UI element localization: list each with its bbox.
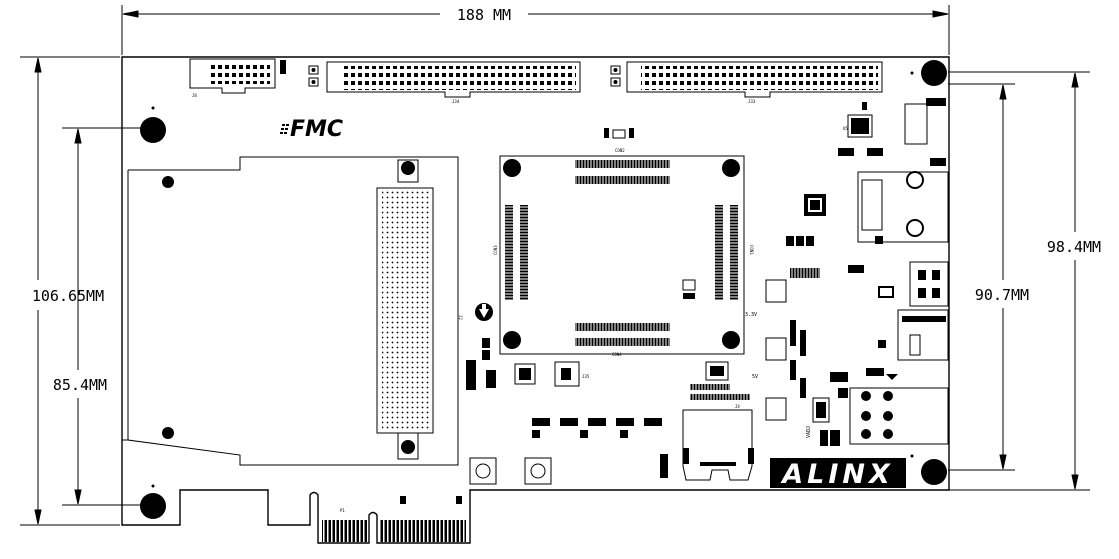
svg-text:U5: U5 [843,126,848,131]
fmc-logo: FMC [280,117,343,142]
svg-text:J35: J35 [582,374,590,379]
tact-switches [469,454,668,485]
svg-text:J33: J33 [748,99,756,104]
right-components: U5 [745,98,949,446]
alinx-logo: ALINX [770,458,906,490]
header-j8: J8 [189,58,286,98]
height-total-dimension-label: 106.65MM [32,287,104,305]
dimension-lines [20,5,1090,526]
svg-text:CON1: CON1 [749,245,754,255]
width-dimension-label: 188 MM [457,6,511,24]
svg-text:P1: P1 [340,508,345,513]
header-j34: J34 [308,61,581,104]
svg-text:CON2: CON2 [615,148,625,153]
right-outer-dimension-label: 98.4MM [1047,238,1101,256]
mount-hole-top-right [921,60,947,86]
pcie-edge-connector: P1 [322,496,466,542]
svg-text:5V: 5V [752,374,758,380]
led-row [532,418,662,438]
svg-text:ALINX: ALINX [780,459,894,490]
svg-text:CON4: CON4 [612,352,622,357]
middle-components: J35 [466,338,730,390]
mount-hole-left-upper [140,117,166,143]
mounting-holes [140,60,947,519]
mount-hole-bottom-right [921,459,947,485]
svg-text:J34: J34 [452,99,460,104]
svg-text:VADJ: VADJ [806,426,812,438]
svg-text:J2: J2 [458,315,463,320]
svg-text:3.3V: 3.3V [745,312,757,318]
core-module: CON2 CON4 CON3 CON1 [493,128,754,357]
header-j33: J33 [610,61,883,104]
fmc-connector-j2: J2 [376,159,463,460]
height-inner-dimension-label: 85.4MM [53,376,107,394]
svg-text:J8: J8 [192,93,197,98]
right-inner-dimension-label: 90.7MM [975,286,1029,304]
sd-card-j4: J4 [682,394,754,481]
mount-hole-bottom-left [140,493,166,519]
svg-text:FMC: FMC [290,117,343,142]
board-inner-outline [127,156,459,466]
svg-text:J4: J4 [735,404,740,409]
arrow-icon [475,303,493,321]
board-outline [121,56,950,544]
svg-text:CON3: CON3 [493,245,498,255]
